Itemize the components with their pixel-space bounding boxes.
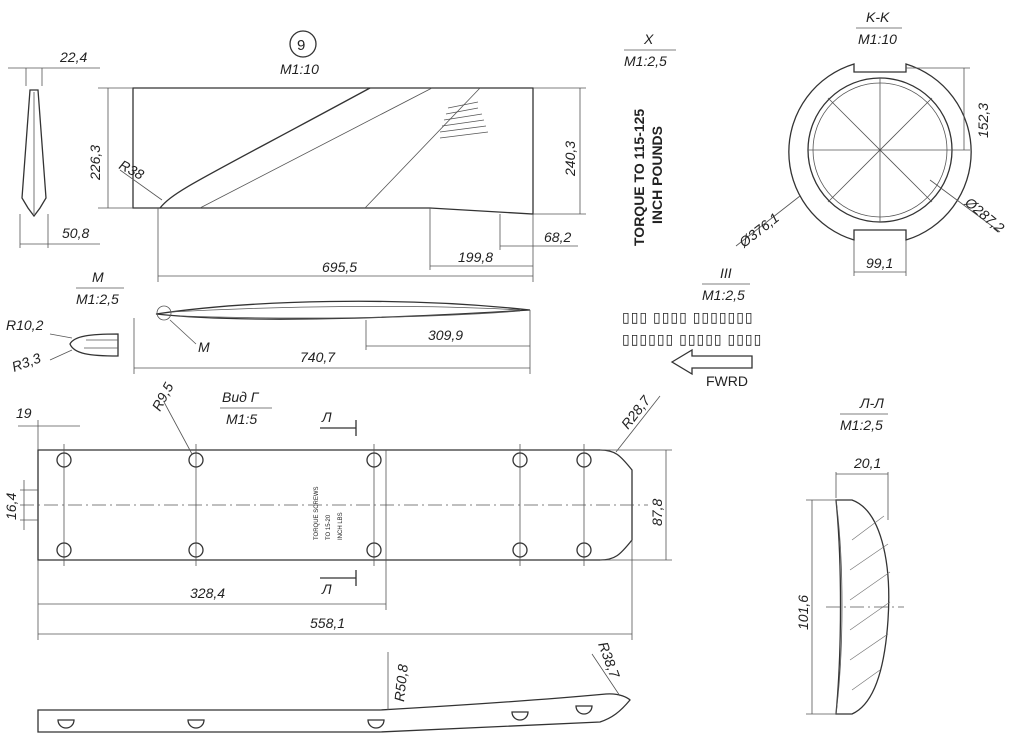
- section-k-k: K-K M1:10 152,3 Ø376,1 Ø287,2 99,1: [735, 9, 1008, 276]
- dim-328-4: 328,4: [190, 585, 225, 601]
- dim-50-8: 50,8: [62, 225, 89, 241]
- radius-r3-3: R3,3: [10, 350, 43, 375]
- view-iii-label-row2: ▯▯▯▯▯▯ ▯▯▯▯▯ ▯▯▯▯: [622, 331, 762, 347]
- dim-740-7: 740,7: [300, 349, 336, 365]
- view-x-title: X: [643, 31, 654, 47]
- profile-holes: [57, 705, 593, 729]
- bottom-profile-view: R50,8 R38,7: [37, 640, 631, 733]
- dim-226-3: 226,3: [87, 145, 103, 181]
- dim-152-3: 152,3: [975, 103, 991, 138]
- fwrd-label: FWRD: [706, 373, 748, 389]
- dia-287-2: Ø287,2: [961, 193, 1007, 236]
- dim-240-3: 240,3: [562, 141, 578, 177]
- dim-16-4: 16,4: [3, 493, 19, 520]
- radius-r10-2: R10,2: [6, 317, 44, 333]
- section-kk-title: K-K: [866, 9, 890, 25]
- dim-558-1: 558,1: [310, 615, 345, 631]
- screw-note-line1: TORQUE SCREWS: [314, 486, 320, 540]
- radius-r50-8: R50,8: [391, 663, 411, 702]
- section-ll-title: Л-Л: [859, 395, 884, 411]
- dim-68-2: 68,2: [544, 229, 571, 245]
- view-g-title: Вид Г: [222, 389, 260, 405]
- dim-309-9: 309,9: [428, 327, 463, 343]
- view-iii-label-row1: ▯▯▯ ▯▯▯▯ ▯▯▯▯▯▯▯: [622, 309, 754, 325]
- view-x-scale: M1:2,5: [624, 53, 667, 69]
- view-m-title: M: [92, 269, 104, 285]
- view-m-scale: M1:2,5: [76, 291, 119, 307]
- cut-mark-bottom: Л: [321, 581, 332, 597]
- dim-695-5: 695,5: [322, 259, 357, 275]
- screw-note-line2: TO 15-20: [326, 514, 332, 540]
- torque-note-line2: INCH POUNDS: [649, 126, 665, 224]
- section-kk-scale: M1:10: [858, 31, 897, 47]
- dim-22-4: 22,4: [59, 49, 87, 65]
- panel-9-view: 9 M1:10 226,3 240,3 R38 695,5 199,8 68,2: [87, 30, 586, 282]
- dim-199-8: 199,8: [458, 249, 493, 265]
- dia-376-1: Ø376,1: [735, 209, 782, 251]
- view-iii-scale: M1:2,5: [702, 287, 745, 303]
- view-g: Вид Г M1:5 Л Л TORQUE SCREWS TO 15-20 IN…: [3, 380, 672, 640]
- panel-number: 9: [297, 37, 305, 54]
- torque-note-line1: TORQUE TO 115-125: [631, 109, 647, 246]
- radius-r28-7: R28,7: [618, 392, 654, 432]
- dim-19: 19: [16, 405, 32, 421]
- fwrd-arrow-icon: [670, 348, 753, 376]
- section-l-l: Л-Л M1:2,5 20,1 101,6: [795, 395, 904, 715]
- radius-r38-7: R38,7: [595, 640, 623, 682]
- section-hatching: [849, 515, 891, 691]
- cut-mark-top: Л: [321, 409, 332, 425]
- dim-20-1: 20,1: [853, 455, 881, 471]
- fastener-holes: [56, 452, 592, 558]
- view-x: X M1:2,5 TORQUE TO 115-125 INCH POUNDS: [624, 31, 676, 246]
- section-ll-scale: M1:2,5: [840, 417, 883, 433]
- view-iii: III M1:2,5 ▯▯▯ ▯▯▯▯ ▯▯▯▯▯▯▯ ▯▯▯▯▯▯ ▯▯▯▯▯…: [622, 265, 762, 389]
- view-m-marker: M: [198, 339, 210, 355]
- view-g-scale: M1:5: [226, 411, 257, 427]
- radius-r9-5: R9,5: [149, 380, 177, 414]
- view-iii-title: III: [720, 265, 732, 281]
- view-m: M M1:2,5 R10,2 R3,3 M 740,7 309,9: [6, 269, 531, 375]
- dim-101-6: 101,6: [795, 595, 811, 630]
- screw-note-line3: INCH LBS: [338, 512, 344, 540]
- placard-lines: [439, 101, 489, 139]
- dim-87-8: 87,8: [649, 499, 665, 526]
- side-profile-view: 22,4 50,8: [8, 49, 100, 248]
- panel-9-scale: M1:10: [280, 61, 319, 77]
- dim-99-1: 99,1: [866, 255, 893, 271]
